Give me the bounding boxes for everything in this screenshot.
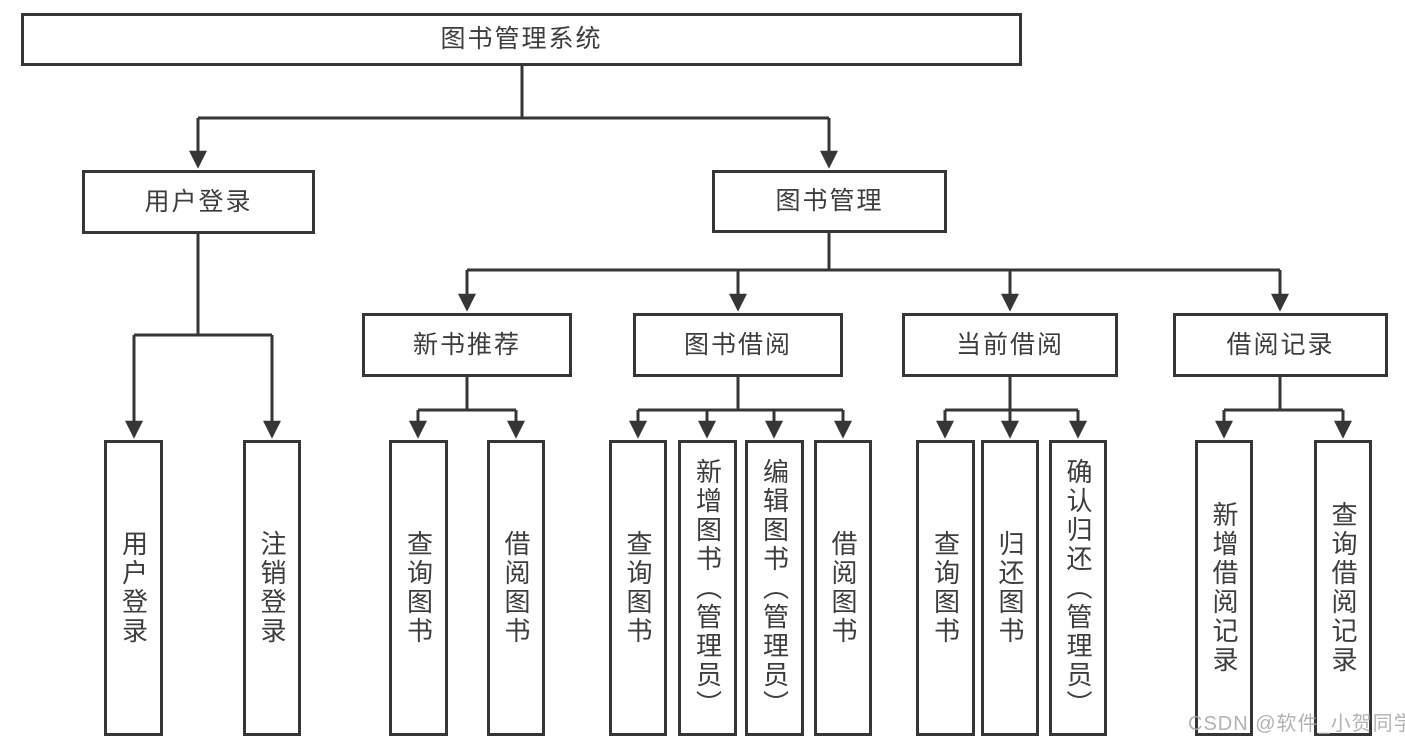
leaf-current-query-books: 查询图书 <box>916 440 975 736</box>
leaf-borrow-query-books: 查询图书 <box>609 440 667 736</box>
leaf-confirm-return-admin: 确认归还（管理员） <box>1049 440 1107 736</box>
leaf-return-book: 归还图书 <box>981 440 1039 736</box>
leaf-borrow-books: 借阅图书 <box>814 440 872 736</box>
leaf-add-book-admin: 新增图书（管理员） <box>678 440 737 736</box>
leaf-user-login: 用户登录 <box>104 440 163 736</box>
leaf-logout: 注销登录 <box>243 440 301 736</box>
csdn-watermark: CSDN @软件_小贺同学 <box>1188 713 1405 735</box>
node-book-management: 图书管理 <box>712 170 947 233</box>
leaf-recommend-query-books: 查询图书 <box>389 440 448 736</box>
leaf-recommend-borrow-books: 借阅图书 <box>487 440 545 736</box>
node-borrow-records: 借阅记录 <box>1173 313 1388 377</box>
node-new-book-recommend: 新书推荐 <box>362 313 572 377</box>
leaf-add-borrow-record: 新增借阅记录 <box>1195 440 1253 736</box>
leaf-query-borrow-record: 查询借阅记录 <box>1314 440 1372 736</box>
node-current-borrow: 当前借阅 <box>902 313 1118 377</box>
leaf-edit-book-admin: 编辑图书（管理员） <box>745 440 804 736</box>
node-user-login: 用户登录 <box>82 170 315 234</box>
node-book-borrow: 图书借阅 <box>633 313 843 377</box>
node-root-system: 图书管理系统 <box>21 13 1022 66</box>
